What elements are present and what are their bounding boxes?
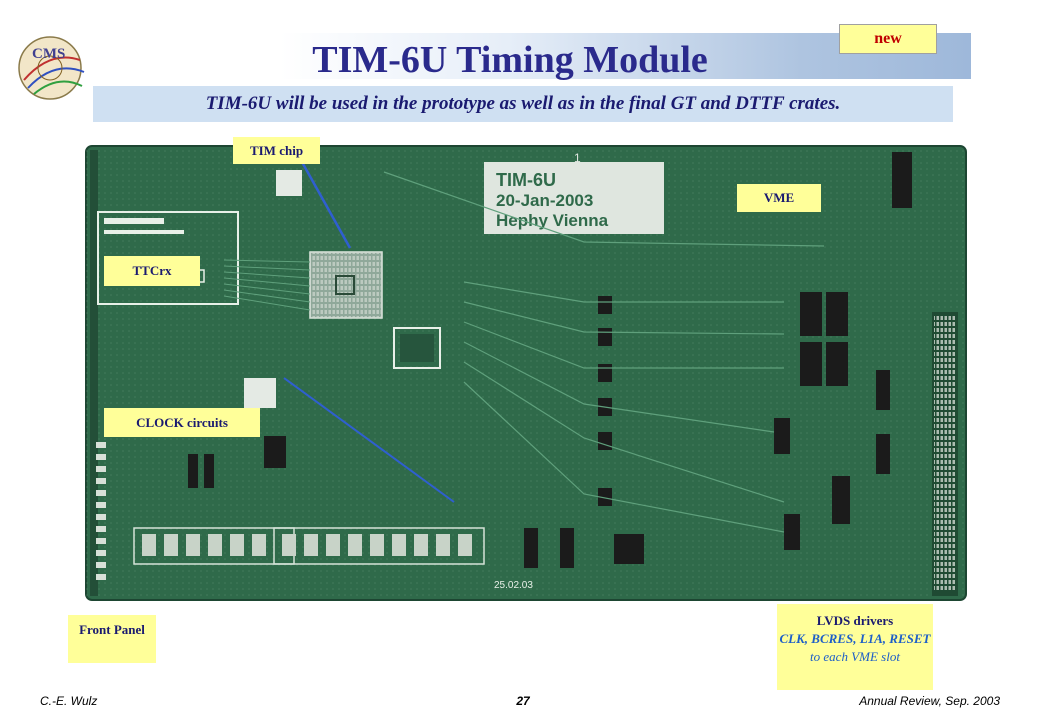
label-front-panel: Front Panel xyxy=(68,615,156,663)
label-vme: VME xyxy=(737,184,821,212)
lvds-title: LVDS drivers xyxy=(816,613,894,628)
page-title: TIM-6U Timing Module xyxy=(312,39,708,81)
footer-page-number: 27 xyxy=(516,694,530,708)
board-label-org: Hephy Vienna xyxy=(496,211,609,230)
footer-event: Annual Review, Sep. 2003 xyxy=(859,694,1000,708)
footer-author: C.-E. Wulz xyxy=(40,694,98,708)
board-label-date: 20-Jan-2003 xyxy=(496,191,593,210)
title-band xyxy=(128,33,971,79)
board-stamp: 25.02.03 xyxy=(494,580,533,591)
lvds-signals: CLK, BCRES, L1A, RESET xyxy=(779,631,931,646)
board-marker-1: 1 xyxy=(574,151,581,165)
new-badge: new xyxy=(839,24,937,54)
cms-logo: CMS xyxy=(14,30,90,102)
subtitle-banner: TIM-6U will be used in the prototype as … xyxy=(93,86,953,122)
pcb-board-image: TIM-6U 20-Jan-2003 Hephy Vienna 1 xyxy=(84,142,968,607)
board-label-title: TIM-6U xyxy=(496,170,556,190)
label-clock-circuits: CLOCK circuits xyxy=(104,408,260,437)
lvds-note: to each VME slot xyxy=(810,649,900,664)
label-ttcrx: TTCrx xyxy=(104,256,200,286)
label-tim-chip: TIM chip xyxy=(233,137,320,164)
label-lvds-drivers: LVDS drivers CLK, BCRES, L1A, RESET to e… xyxy=(777,604,933,690)
logo-text: CMS xyxy=(32,46,65,62)
